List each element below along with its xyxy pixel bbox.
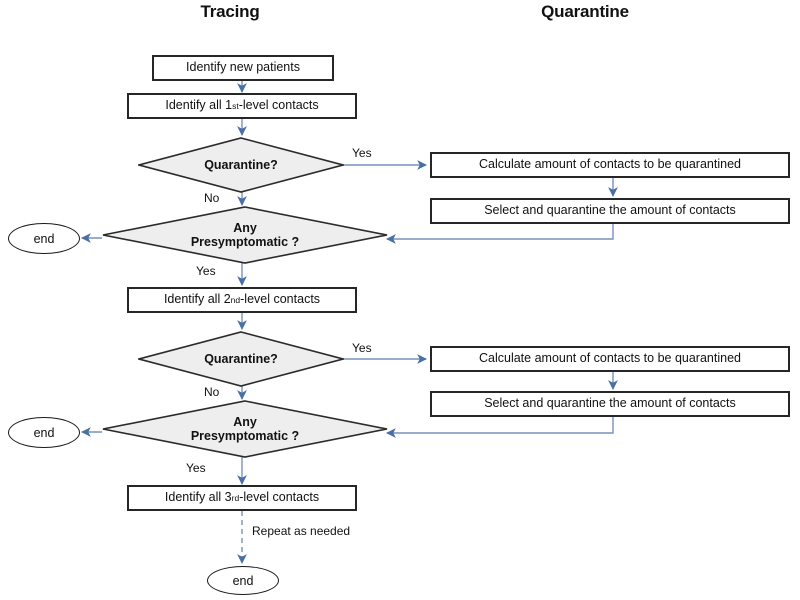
edge-label-yes-1: Yes (352, 146, 372, 160)
node-label: end (33, 425, 55, 440)
edge-label-yes-4: Yes (186, 461, 206, 475)
edge-label-repeat-as-needed: Repeat as needed (252, 524, 351, 538)
diamond-shape (138, 137, 344, 193)
edge-label-no-2: No (204, 385, 220, 399)
node-label: Calculate amount of contacts to be quara… (479, 351, 741, 366)
node-presymptomatic-decision-2[interactable]: Any Presymptomatic ? (102, 400, 388, 458)
node-label-pre: Identify all 2 (163, 292, 231, 307)
edge-label-yes-3: Yes (352, 341, 372, 355)
node-label: Identify new patients (186, 60, 300, 75)
node-end-2[interactable]: end (8, 417, 80, 448)
node-identify-new-patients[interactable]: Identify new patients (152, 55, 334, 81)
node-end-1[interactable]: end (8, 223, 80, 254)
node-label-post: -level contacts (239, 490, 320, 505)
diamond-shape (102, 400, 388, 458)
edge-label-no-1: No (204, 191, 220, 205)
node-label-pre: Identify all 1 (165, 98, 233, 113)
node-label: Select and quarantine the amount of cont… (484, 203, 736, 218)
node-calculate-amount-1[interactable]: Calculate amount of contacts to be quara… (430, 152, 790, 178)
node-label-post: -level contacts (240, 292, 321, 307)
node-label: end (232, 573, 254, 588)
node-label-post: -level contacts (238, 98, 319, 113)
column-header-tracing: Tracing (200, 2, 260, 21)
node-presymptomatic-decision-1[interactable]: Any Presymptomatic ? (102, 206, 388, 264)
node-label: Select and quarantine the amount of cont… (484, 396, 736, 411)
node-quarantine-decision-2[interactable]: Quarantine? (138, 331, 344, 387)
node-select-quarantine-2[interactable]: Select and quarantine the amount of cont… (430, 391, 790, 417)
node-select-quarantine-1[interactable]: Select and quarantine the amount of cont… (430, 198, 790, 224)
edge-label-yes-2: Yes (196, 264, 216, 278)
node-label: end (33, 231, 55, 246)
diamond-shape (138, 331, 344, 387)
node-calculate-amount-2[interactable]: Calculate amount of contacts to be quara… (430, 346, 790, 372)
diamond-shape (102, 206, 388, 264)
column-header-quarantine: Quarantine (541, 2, 629, 21)
node-label: Calculate amount of contacts to be quara… (479, 157, 741, 172)
node-quarantine-decision-1[interactable]: Quarantine? (138, 137, 344, 193)
node-label-pre: Identify all 3 (164, 490, 232, 505)
node-end-3[interactable]: end (207, 566, 279, 595)
